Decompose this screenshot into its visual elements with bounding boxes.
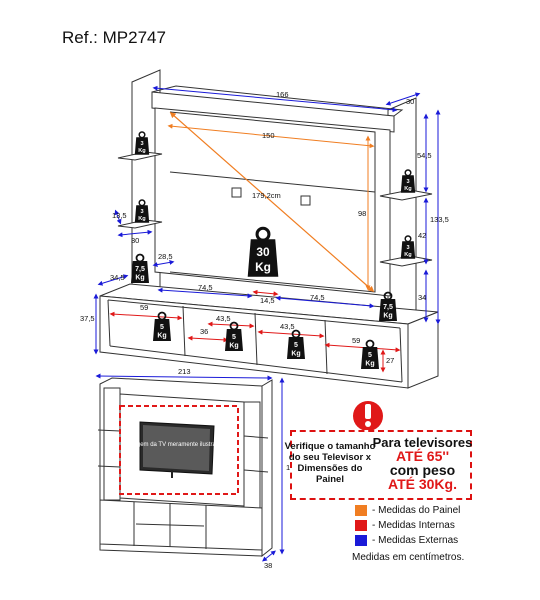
legend-item-external: - Medidas Externas: [355, 534, 458, 548]
weight-icon-niche-1: 5Kg: [153, 311, 171, 341]
weight-icon-niche-2: 5Kg: [225, 321, 243, 351]
dim-front-width: 213: [178, 367, 191, 376]
dim-niche-inner: 36: [200, 327, 208, 336]
warning-weight: ATÉ 30Kg.: [388, 476, 457, 492]
weight-unit: Kg: [383, 313, 392, 320]
dim-panel-height: 98: [358, 209, 366, 218]
weight-icon-left-shelf-bottom: 3Kg: [134, 199, 150, 223]
weight-unit: Kg: [291, 351, 300, 358]
legend-item-internal: - Medidas Internas: [355, 519, 455, 533]
dim-side-bottom: 34: [418, 293, 426, 302]
weight-icon-panel: 30Kg: [247, 226, 279, 277]
weight-value: 3: [140, 209, 143, 215]
weight-icon-right-rack: 7,5Kg: [379, 291, 397, 321]
dim-niche-left: 59: [140, 303, 148, 312]
legend-swatch-panel: [355, 504, 367, 516]
tv-caption: Imagem da TV meramente ilustrativa: [127, 442, 226, 448]
tv-warning-box: [290, 430, 472, 500]
weight-unit: Kg: [135, 275, 144, 282]
weight-value: 5: [368, 352, 372, 359]
weight-value: 3: [406, 179, 409, 185]
weight-icon-niche-3: 5Kg: [287, 329, 305, 359]
weight-unit: Kg: [157, 333, 166, 340]
weight-unit: Kg: [138, 148, 146, 154]
dim-total-width: 166: [276, 90, 289, 99]
warning-title: Para televisores: [372, 435, 473, 450]
isometric-view: [99, 69, 439, 389]
dim-rack-height: 37,5: [80, 314, 95, 323]
weight-icon-left-rack: 7,5Kg: [131, 253, 149, 283]
weight-value: 3: [140, 141, 143, 147]
dim-side-top: 54,5: [417, 151, 432, 160]
legend-swatch-internal: [355, 519, 367, 531]
dim-depth-top: 30: [406, 97, 414, 106]
weight-value: 7,5: [135, 266, 145, 273]
dim-left-shelf-width: 30: [131, 236, 139, 245]
weight-icon-left-shelf-top: 3Kg: [134, 131, 150, 155]
dim-niche-mid-right: 43,5: [280, 322, 295, 331]
dim-niche-height: 27: [386, 356, 394, 365]
tv-illustration: [139, 421, 215, 478]
dim-front-depth: 38: [264, 561, 272, 570]
weight-icon-right-shelf-bottom: 3Kg: [400, 235, 416, 259]
dim-niche-right: 59: [352, 336, 360, 345]
legend-note: Medidas em centímetros.: [352, 552, 465, 563]
weight-icon-niche-4: 5Kg: [361, 339, 379, 369]
reference-code: Ref.: MP2747: [62, 28, 166, 47]
dim-rack-mid-gap: 14,5: [260, 296, 275, 305]
warning-size: ATÉ 65'': [395, 448, 450, 464]
dim-rack-top-right: 74,5: [310, 293, 325, 302]
weight-unit: Kg: [138, 216, 146, 222]
legend-swatch-external: [355, 534, 367, 546]
weight-icon-right-shelf-top: 3Kg: [400, 169, 416, 193]
weight-unit: Kg: [255, 260, 271, 274]
weight-unit: Kg: [365, 361, 374, 368]
dim-niche-mid-left: 43,5: [216, 314, 231, 323]
dim-post-width: 28,5: [158, 252, 173, 261]
dim-rack-top-left: 74,5: [198, 283, 213, 292]
weight-unit: Kg: [229, 343, 238, 350]
weight-value: 3: [406, 245, 409, 251]
front-panel-outline: [119, 405, 239, 495]
dim-rack-depth: 34,5: [110, 273, 125, 282]
dim-left-shelf-depth: 13,5: [112, 211, 127, 220]
weight-unit: Kg: [404, 186, 412, 192]
weight-value: 7,5: [383, 304, 393, 311]
dim-side-total: 133,5: [430, 215, 449, 224]
weight-value: 5: [160, 324, 164, 331]
dim-panel-width: 150: [262, 131, 275, 140]
svg-text:Imagem da TV meramente ilustra: Imagem da TV meramente ilustrativa: [127, 442, 226, 448]
external-dimensions: [93, 85, 441, 355]
weight-value: 30: [256, 245, 270, 259]
weight-value: 5: [232, 334, 236, 341]
warning-weight-label: com peso: [389, 462, 456, 478]
verify-note: Verifique o tamanho do seu Televisor x D…: [284, 441, 376, 485]
dim-panel-diagonal: 179,2cm: [252, 191, 281, 200]
weight-unit: Kg: [404, 252, 412, 258]
weight-value: 5: [294, 342, 298, 349]
warning-icon: [353, 401, 383, 431]
panel-dimensions: [167, 112, 375, 292]
dim-side-mid: 42: [418, 231, 426, 240]
legend-item-panel: - Medidas do Painel: [355, 504, 460, 518]
